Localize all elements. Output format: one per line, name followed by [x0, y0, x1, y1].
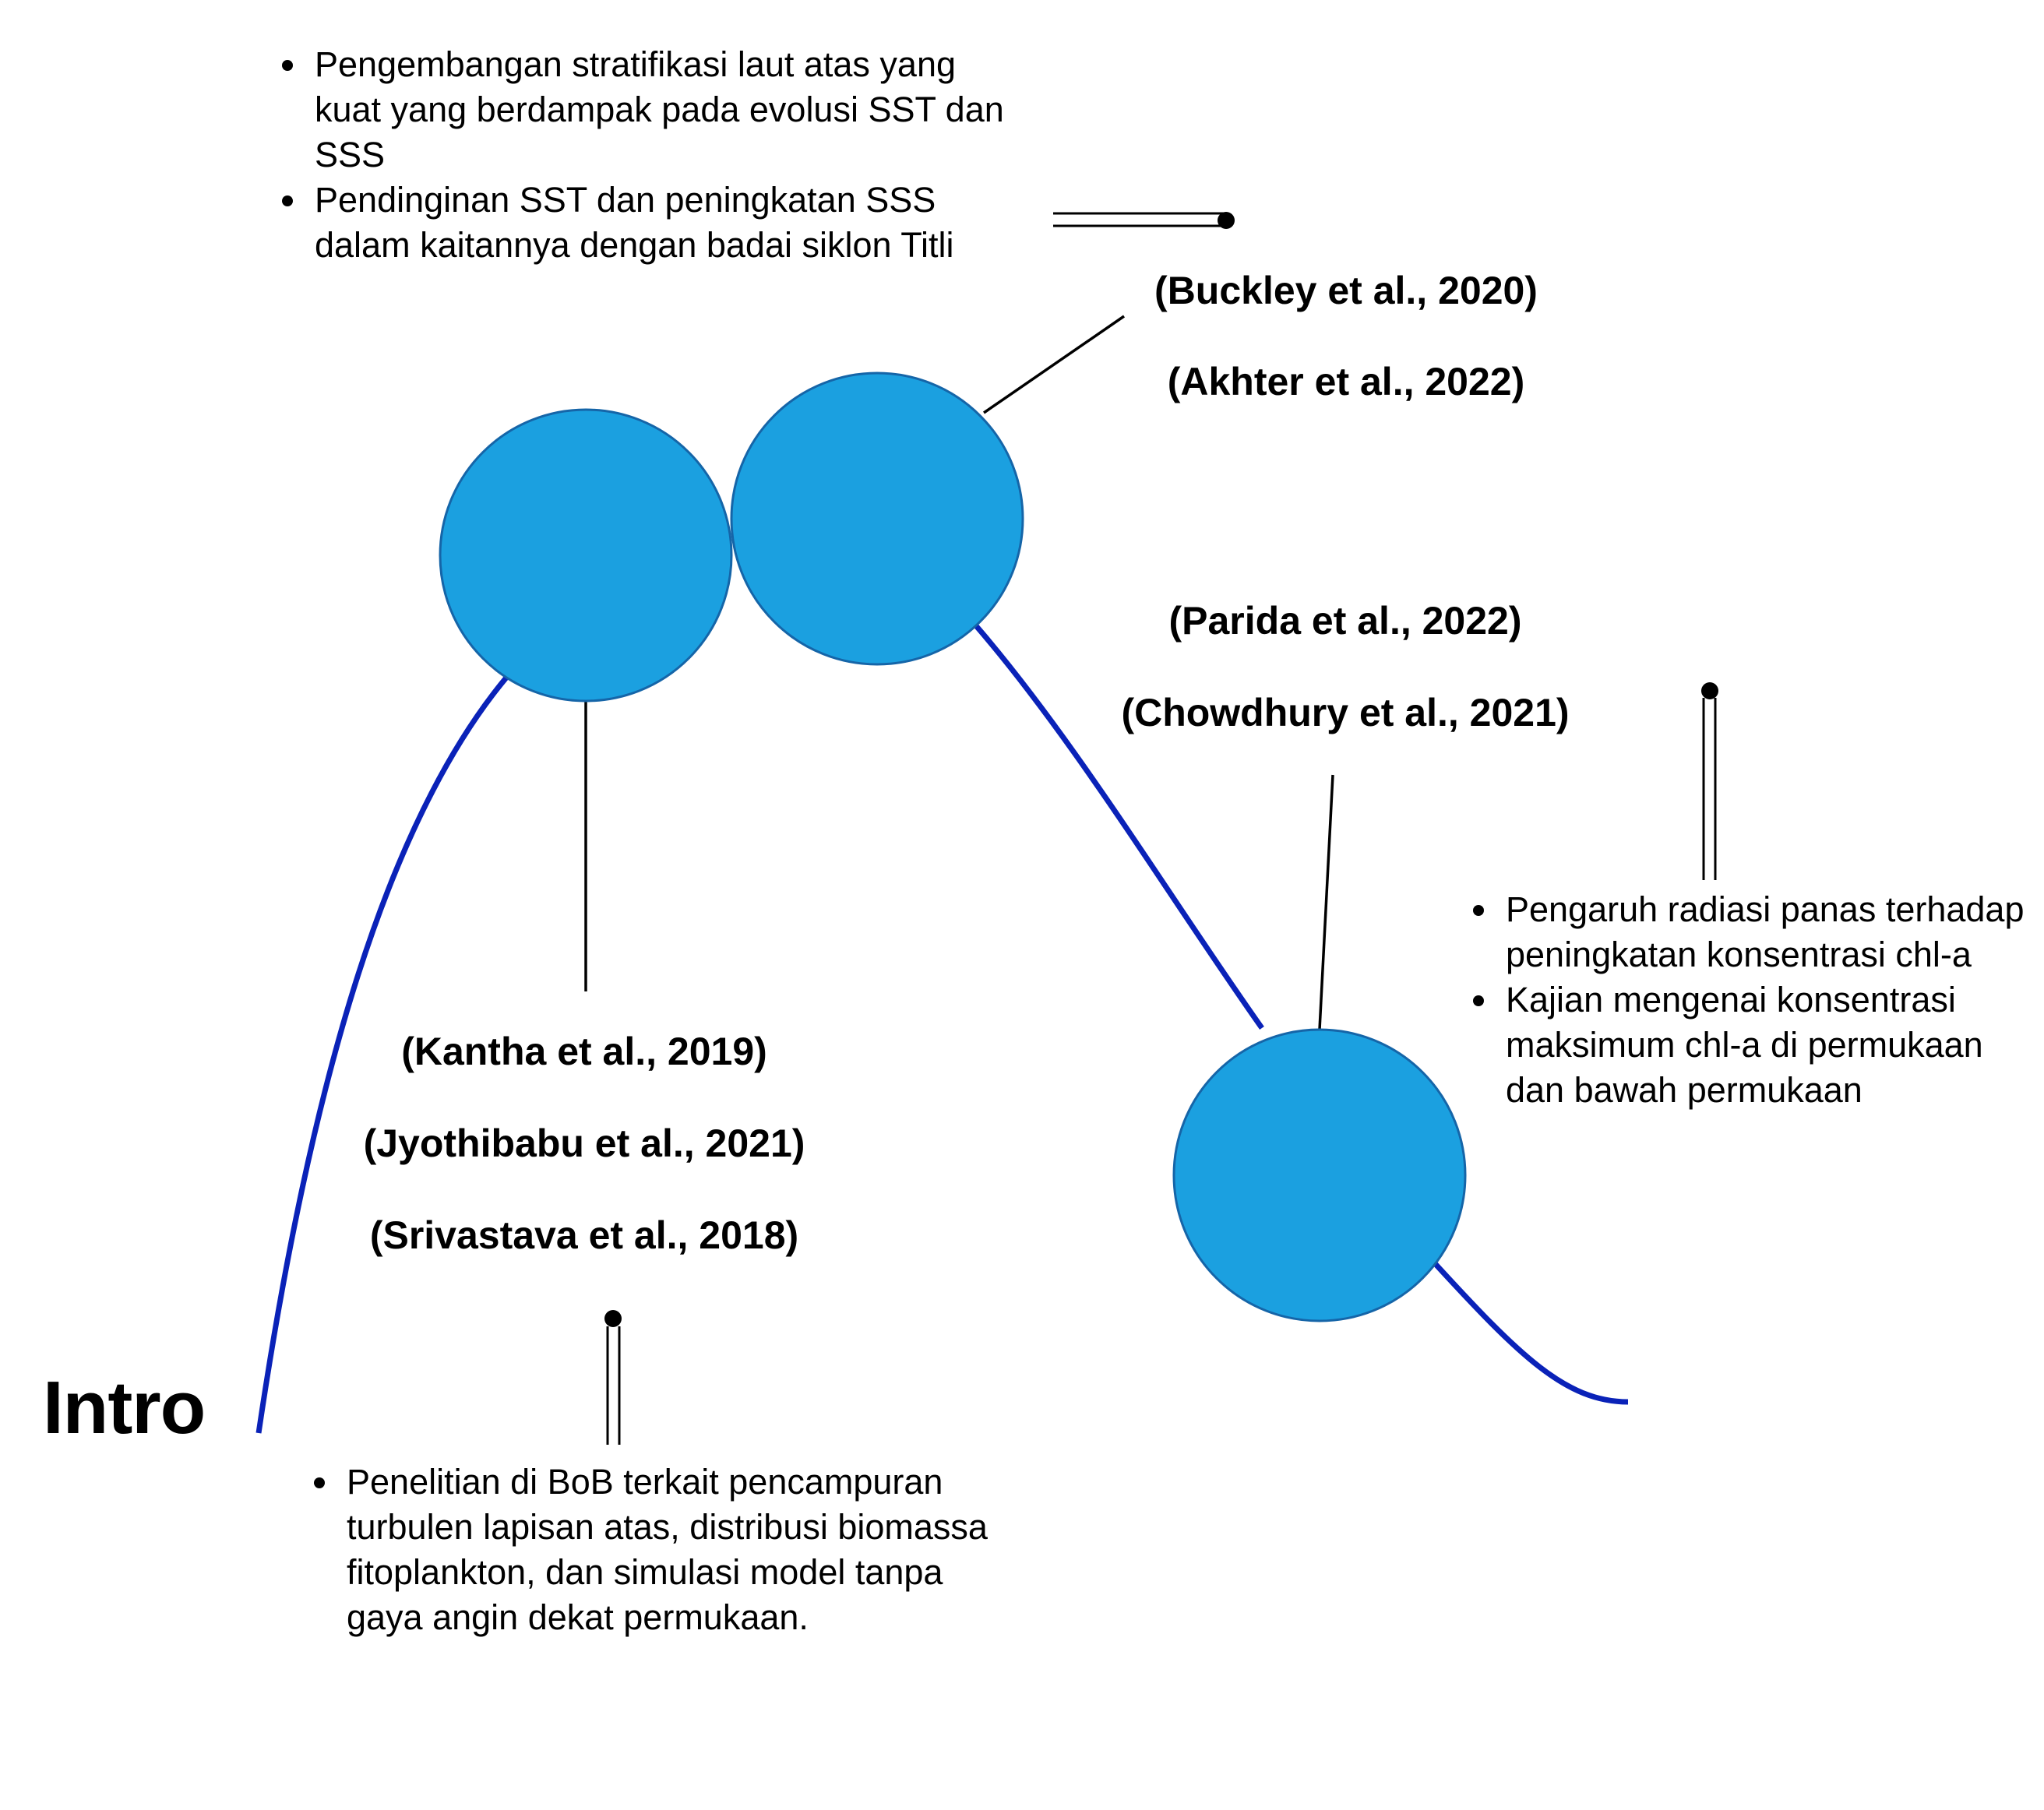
reference-label: (Chowdhury et al., 2021) — [1121, 691, 1570, 734]
intro-title: Intro — [43, 1366, 206, 1449]
notes-list-top: Pengembangan stratifikasi laut atas yang… — [277, 42, 1025, 268]
reference-label: (Srivastava et al., 2018) — [369, 1213, 799, 1257]
notes-list-right: Pengaruh radiasi panas terhadap peningka… — [1468, 887, 2029, 1113]
pin-connector-top — [1053, 212, 1235, 229]
note-item: Penelitian di BoB terkait pencampuran tu… — [309, 1460, 1010, 1640]
connector-line-top — [983, 315, 1125, 414]
reference-label: (Kantha et al., 2019) — [401, 1030, 767, 1073]
notes-list-left: Penelitian di BoB terkait pencampuran tu… — [309, 1460, 1010, 1640]
pin-connector-bottom — [604, 1310, 622, 1445]
timeline-curve — [256, 621, 1629, 1434]
note-item: Pengaruh radiasi panas terhadap peningka… — [1468, 887, 2029, 977]
reference-label: (Parida et al., 2022) — [1168, 599, 1522, 643]
node-circle-left — [439, 408, 733, 703]
node-circle-top — [730, 372, 1024, 666]
note-item: Kajian mengenai konsentrasi maksimum chl… — [1468, 977, 2029, 1113]
connector-line-right — [1318, 774, 1334, 1030]
reference-label: (Buckley et al., 2020) — [1154, 269, 1538, 312]
note-item: Pengembangan stratifikasi laut atas yang… — [277, 42, 1025, 178]
reference-label: (Jyothibabu et al., 2021) — [363, 1122, 805, 1165]
pin-connector-right — [1701, 682, 1718, 880]
note-item: Pendinginan SST dan peningkatan SSS dala… — [277, 178, 1025, 268]
node-circle-right — [1172, 1028, 1467, 1322]
reference-label: (Akhter et al., 2022) — [1167, 360, 1525, 403]
